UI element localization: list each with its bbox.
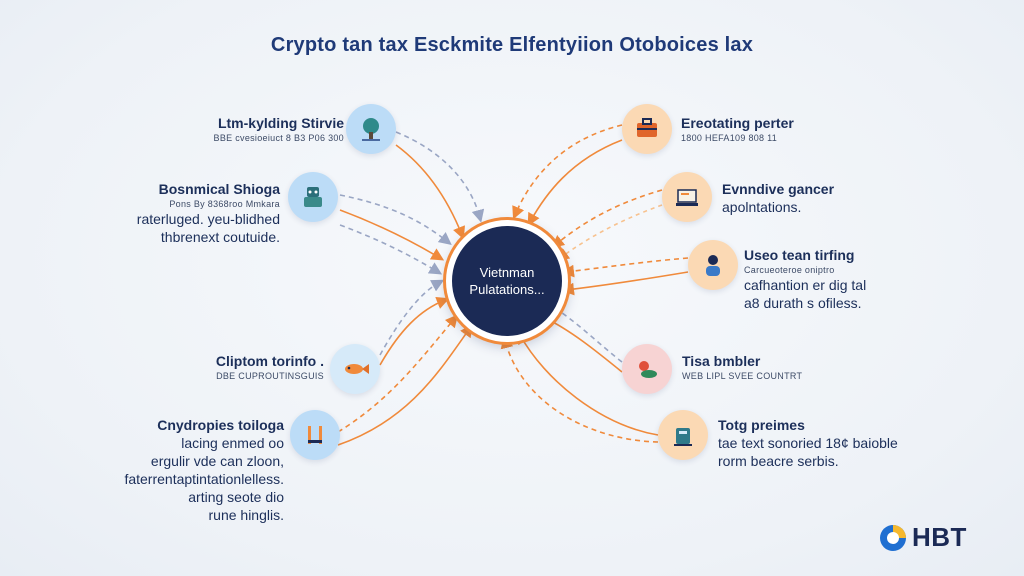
brand-logo: HBT <box>878 522 967 553</box>
robot-icon <box>288 172 338 222</box>
left-node-4-head: Cnydropies toiloga <box>157 417 284 433</box>
left-node-4-body-1: lacing enmed oo <box>181 435 284 451</box>
connector-left-4a <box>337 314 459 433</box>
right-node-5-head: Totg preimes <box>718 417 805 433</box>
page-title: Crypto tan tax Esckmite Elfentyiion Otob… <box>270 34 754 56</box>
connector-right-5b <box>500 335 659 443</box>
briefcase-icon <box>622 104 672 154</box>
connector-left-1a <box>395 131 485 223</box>
hub-line-2: Pulatations... <box>469 282 545 297</box>
connector-left-3a <box>379 297 450 366</box>
connector-left-3b <box>379 279 445 356</box>
left-node-4-body-4: arting seote dio <box>188 489 284 505</box>
connector-right-3b <box>561 271 689 296</box>
logo-text: HBT <box>912 522 967 552</box>
connector-left-1b <box>395 144 465 240</box>
right-node-5-body-2: rorm beacre serbis. <box>718 453 839 469</box>
right-node-4-sub: WEB LIPL SVEE COUNTRT <box>682 371 803 381</box>
right-node-4-head: Tisa bmbler <box>682 353 761 369</box>
left-node-4-label: Cnydropies toiloga lacing enmed oo ergul… <box>124 416 284 524</box>
left-node-1-label: Ltm-kylding Stirvie BBE cvesioeiuct 8 B3… <box>214 114 344 144</box>
connector-left-2c <box>339 224 443 275</box>
fish-icon <box>330 344 380 394</box>
right-node-1-head: Ereotating perter <box>681 115 794 131</box>
connector-right-1a <box>512 124 623 220</box>
connector-left-2b <box>339 209 445 261</box>
left-node-3-label: Cliptom torinfo . DBE CUPROUTINSGUIS <box>216 352 324 382</box>
left-node-4-body-3: faterrentaptintationlelless. <box>124 471 284 487</box>
right-node-3-body-1: cafhantion er dig tal <box>744 277 867 293</box>
central-hub: Vietnman Pulatations... <box>446 220 568 342</box>
left-node-4-body-2: ergulir vde can zloon, <box>150 453 284 469</box>
right-node-2-label: Evnndive gancer apolntations. <box>722 180 834 216</box>
right-node-3-label: Useo tean tirfing Carcueoteroe oniptro c… <box>744 246 866 312</box>
person-icon <box>688 240 738 290</box>
right-node-5-body-1: tae text sonoried 18¢ baioble <box>718 435 898 451</box>
right-node-3-head: Useo tean tirfing <box>744 247 855 263</box>
left-node-2-body-1: Pons By 8368roo Mmkara <box>169 199 280 209</box>
left-node-2-body-2: raterluged. yeu-blidhed <box>136 211 280 227</box>
right-node-2-head: Evnndive gancer <box>722 181 835 197</box>
connector-right-4b <box>540 315 623 373</box>
tools-icon <box>290 410 340 460</box>
logo-mark-icon <box>880 524 906 551</box>
connector-right-2a <box>551 189 663 248</box>
food-icon <box>622 344 672 394</box>
connector-left-4b <box>337 324 473 446</box>
register-icon <box>658 410 708 460</box>
left-node-2-body-3: thbrenext coutuide. <box>160 229 280 245</box>
connector-right-2b <box>556 204 663 261</box>
connector-right-4a <box>545 302 623 363</box>
left-node-2-label: Bosnmical Shioga Pons By 8368roo Mmkara … <box>137 180 280 246</box>
connector-left-2a <box>339 194 452 245</box>
right-node-1-sub: 1800 HEFA109 808 11 <box>681 133 778 143</box>
connector-right-3a <box>561 257 689 278</box>
right-node-2-body-1: apolntations. <box>722 199 802 215</box>
connector-right-1b <box>527 139 623 227</box>
right-node-1-label: Ereotating perter 1800 HEFA109 808 11 <box>681 114 794 144</box>
left-node-4-body-5: rune hinglis. <box>208 507 285 523</box>
hub-line-1: Vietnman <box>479 265 535 280</box>
right-node-4-label: Tisa bmbler WEB LIPL SVEE COUNTRT <box>682 352 802 382</box>
left-node-3-sub: DBE CUPROUTINSGUIS <box>216 371 324 381</box>
right-node-5-label: Totg preimes tae text sonoried 18¢ baiob… <box>718 416 898 470</box>
left-node-2-head: Bosnmical Shioga <box>158 181 280 197</box>
right-node-3-sub: Carcueoteroe oniptro <box>744 265 835 275</box>
laptop-icon <box>662 172 712 222</box>
right-node-3-body-2: a8 durath s ofiless. <box>744 295 862 311</box>
connector-right-5a <box>517 330 659 436</box>
left-node-3-head: Cliptom torinfo . <box>215 353 324 369</box>
left-node-1-head: Ltm-kylding Stirvie <box>217 115 344 131</box>
left-node-1-sub: BBE cvesioeiuct 8 B3 P06 300 <box>213 133 344 143</box>
tree-icon <box>346 104 396 154</box>
